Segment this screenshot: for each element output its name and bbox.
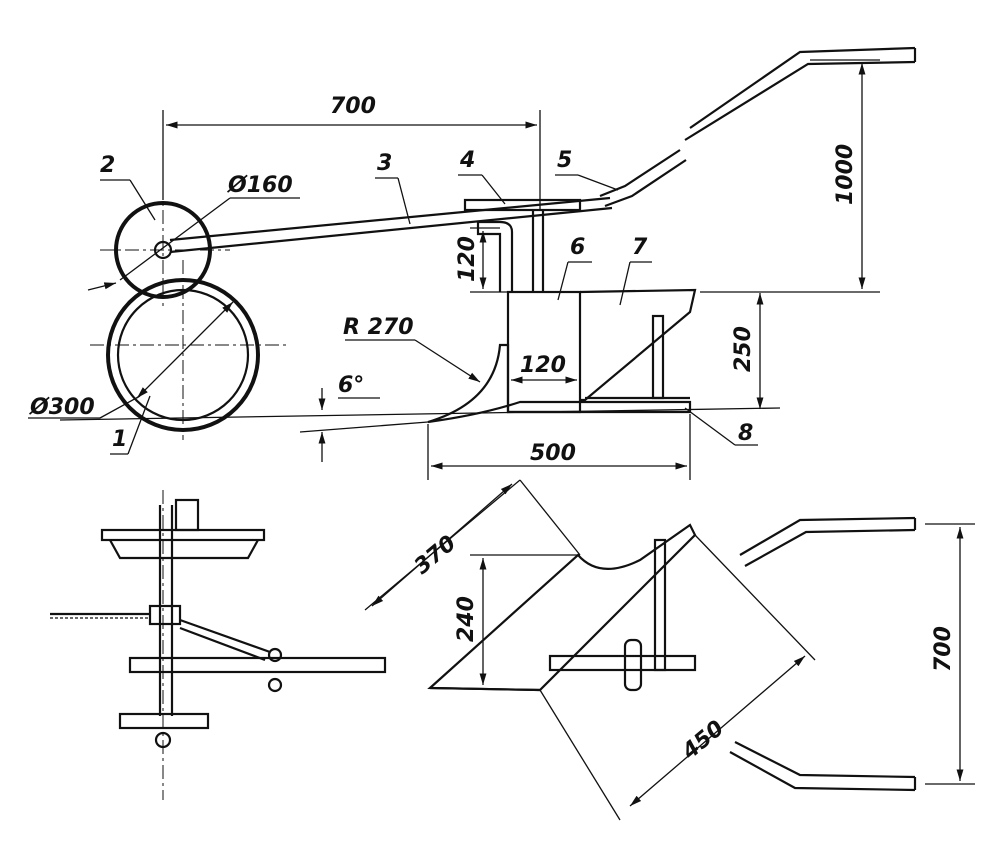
rack-post [476, 210, 545, 292]
front-view [50, 490, 387, 800]
handle-top-view: 700 [729, 516, 975, 792]
ground-line [59, 407, 781, 421]
dim-450: 450 [677, 716, 729, 765]
dim-120-height: 120 [455, 236, 480, 282]
dim-700-side: 700 [931, 626, 956, 672]
dim-250: 250 [731, 326, 756, 372]
handle [599, 46, 917, 208]
dim-240: 240 [454, 596, 479, 642]
dim-angle-6: 6° [338, 373, 364, 398]
callout-8: 8 [738, 421, 753, 446]
dim-diameter-300: Ø300 [28, 395, 95, 420]
callout-7: 7 [632, 235, 648, 260]
small-wheel [100, 110, 230, 310]
body-view: 370 240 450 [364, 479, 816, 821]
beam [169, 196, 613, 254]
side-view: 700 1000 Ø160 120 Ø300 R 270 120 250 [28, 46, 917, 480]
plough-body [427, 288, 697, 424]
callout-3: 3 [377, 151, 392, 176]
callout-5: 5 [557, 148, 572, 173]
dim-500: 500 [530, 441, 576, 466]
clamp-plate [463, 198, 582, 212]
callout-6: 6 [570, 235, 585, 260]
dim-diameter-160: Ø160 [226, 173, 293, 198]
callout-1: 1 [112, 427, 127, 452]
dim-1000: 1000 [833, 144, 858, 205]
dim-700-top: 700 [330, 94, 376, 119]
dim-radius-270: R 270 [343, 315, 414, 340]
callout-2: 2 [100, 153, 115, 178]
dim-120-width: 120 [520, 353, 566, 378]
dim-370: 370 [410, 531, 461, 580]
callout-4: 4 [459, 148, 475, 173]
